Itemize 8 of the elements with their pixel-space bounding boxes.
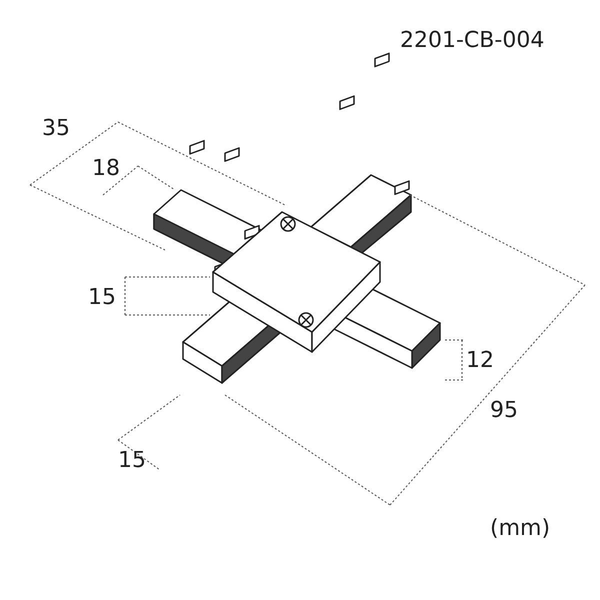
dimension-label: 35 bbox=[42, 118, 70, 140]
dimension-label: 15 bbox=[88, 287, 116, 309]
dimension-label: 95 bbox=[490, 400, 518, 422]
dimension-label: 15 bbox=[118, 450, 146, 472]
model-number: 2201-CB-004 bbox=[400, 30, 544, 52]
dimension-label: 18 bbox=[92, 158, 120, 180]
unit-label: (mm) bbox=[490, 518, 550, 540]
dimension-label: 12 bbox=[466, 350, 494, 372]
